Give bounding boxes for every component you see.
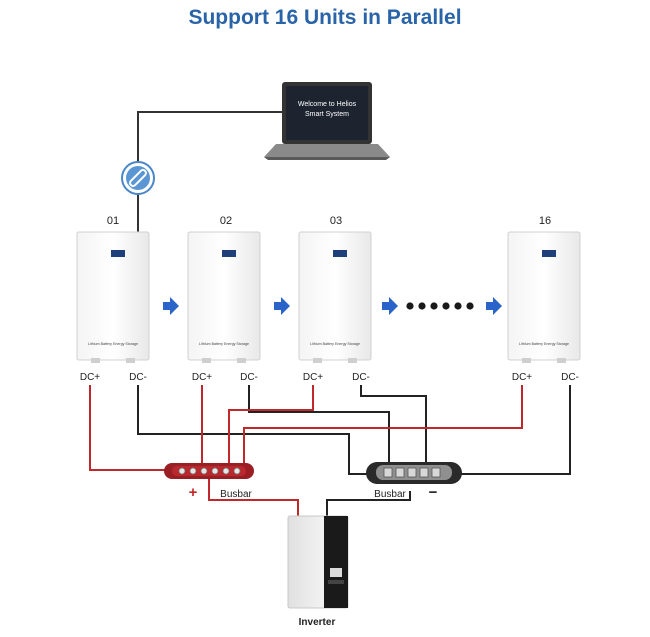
- positive-wires: [89, 385, 523, 518]
- dc-plus-label: DC+: [303, 372, 323, 383]
- busbar-positive-sign: +: [189, 484, 198, 501]
- chain-link-icon: [121, 161, 155, 195]
- inverter-label: Inverter: [299, 617, 336, 628]
- unit-label: Lithium Battery Energy Storage: [519, 342, 569, 346]
- unit-number: 01: [107, 215, 119, 227]
- laptop: Welcome to Helios Smart System: [264, 82, 390, 160]
- ellipsis-dots: [406, 302, 474, 310]
- battery-unit-01: 01 Lithium Battery Energy Storage DC+ DC…: [76, 215, 150, 383]
- unit-number: 02: [220, 215, 232, 227]
- dc-minus-label: DC-: [129, 372, 147, 383]
- busbar-negative-sign: −: [429, 484, 438, 501]
- busbar-negative: Busbar −: [366, 462, 462, 501]
- right-arrow-icon: [382, 297, 398, 315]
- battery-unit-16: 16 Lithium Battery Energy Storage DC+ DC…: [507, 215, 581, 383]
- unit-label: Lithium Battery Energy Storage: [199, 342, 249, 346]
- dc-plus-label: DC+: [512, 372, 532, 383]
- unit-label: Lithium Battery Energy Storage: [310, 342, 360, 346]
- comm-cable: [137, 111, 283, 232]
- diagram-title: Support 16 Units in Parallel: [188, 6, 462, 29]
- unit-number: 16: [539, 215, 551, 227]
- dc-plus-label: DC+: [192, 372, 212, 383]
- unit-label: Lithium Battery Energy Storage: [88, 342, 138, 346]
- right-arrow-icon: [274, 297, 290, 315]
- laptop-screen-line2: Smart System: [305, 111, 349, 118]
- dc-minus-label: DC-: [240, 372, 258, 383]
- battery-unit-02: 02 Lithium Battery Energy Storage DC+ DC…: [187, 215, 261, 383]
- dc-minus-label: DC-: [561, 372, 579, 383]
- laptop-screen-line1: Welcome to Helios: [298, 101, 357, 108]
- busbar-negative-label: Busbar: [374, 489, 406, 500]
- negative-wires: [137, 385, 571, 518]
- dc-plus-label: DC+: [80, 372, 100, 383]
- busbar-positive-label: Busbar: [220, 489, 252, 500]
- battery-unit-03: 03 Lithium Battery Energy Storage DC+ DC…: [298, 215, 372, 383]
- right-arrow-icon: [486, 297, 502, 315]
- inverter: Inverter: [287, 515, 349, 628]
- unit-number: 03: [330, 215, 342, 227]
- right-arrow-icon: [163, 297, 179, 315]
- busbar-positive: + Busbar: [164, 463, 254, 501]
- dc-minus-label: DC-: [352, 372, 370, 383]
